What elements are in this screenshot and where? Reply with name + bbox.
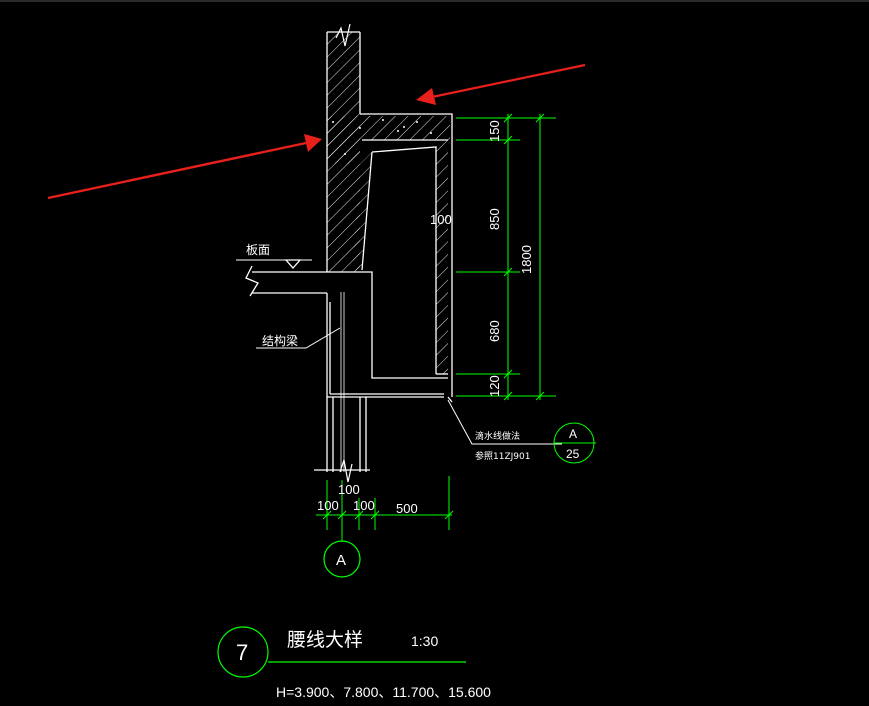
detail-ref-top: A — [569, 427, 577, 441]
slab-label: 板面 — [246, 243, 270, 257]
drip-leader — [447, 399, 562, 445]
dim-left-100: 100 — [317, 498, 339, 513]
horizontal-dimensions — [316, 476, 454, 542]
title-text: 腰线大样 — [287, 629, 363, 651]
red-arrow-upper — [416, 63, 586, 105]
drip-ref: 参照11ZJ901 — [475, 450, 530, 462]
axis-label: A — [336, 552, 346, 569]
dim-150: 150 — [487, 120, 502, 142]
detail-ref-leader — [553, 422, 596, 464]
red-arrow-lower — [47, 134, 322, 200]
beam-label: 结构梁 — [262, 333, 298, 348]
dim-top-100: 100 — [338, 482, 360, 497]
section-outline — [326, 31, 453, 472]
dim-850: 850 — [487, 208, 502, 230]
break-symbol-bottom — [314, 459, 370, 483]
vertical-dimensions — [456, 113, 556, 401]
dim-mid-100: 100 — [353, 498, 375, 513]
wall-hatch — [327, 32, 448, 374]
floor-slab — [236, 259, 328, 302]
drip-label: 滴水线做法 — [475, 430, 520, 442]
title-elevations: H=3.900、7.800、11.700、15.600 — [276, 684, 491, 700]
title-number-circle — [217, 626, 269, 678]
axis-bubble — [323, 540, 361, 578]
dim-120: 120 — [487, 375, 502, 397]
detail-ref-bottom: 25 — [566, 447, 580, 461]
title-number: 7 — [236, 640, 248, 665]
beam-leader — [256, 327, 341, 349]
slab-thickness-label: 100 — [430, 212, 452, 227]
dim-right-500: 500 — [396, 501, 418, 516]
title-scale: 1:30 — [411, 633, 438, 649]
break-symbol-top — [335, 23, 351, 47]
dim-680: 680 — [487, 320, 502, 342]
dim-1800: 1800 — [519, 245, 534, 274]
